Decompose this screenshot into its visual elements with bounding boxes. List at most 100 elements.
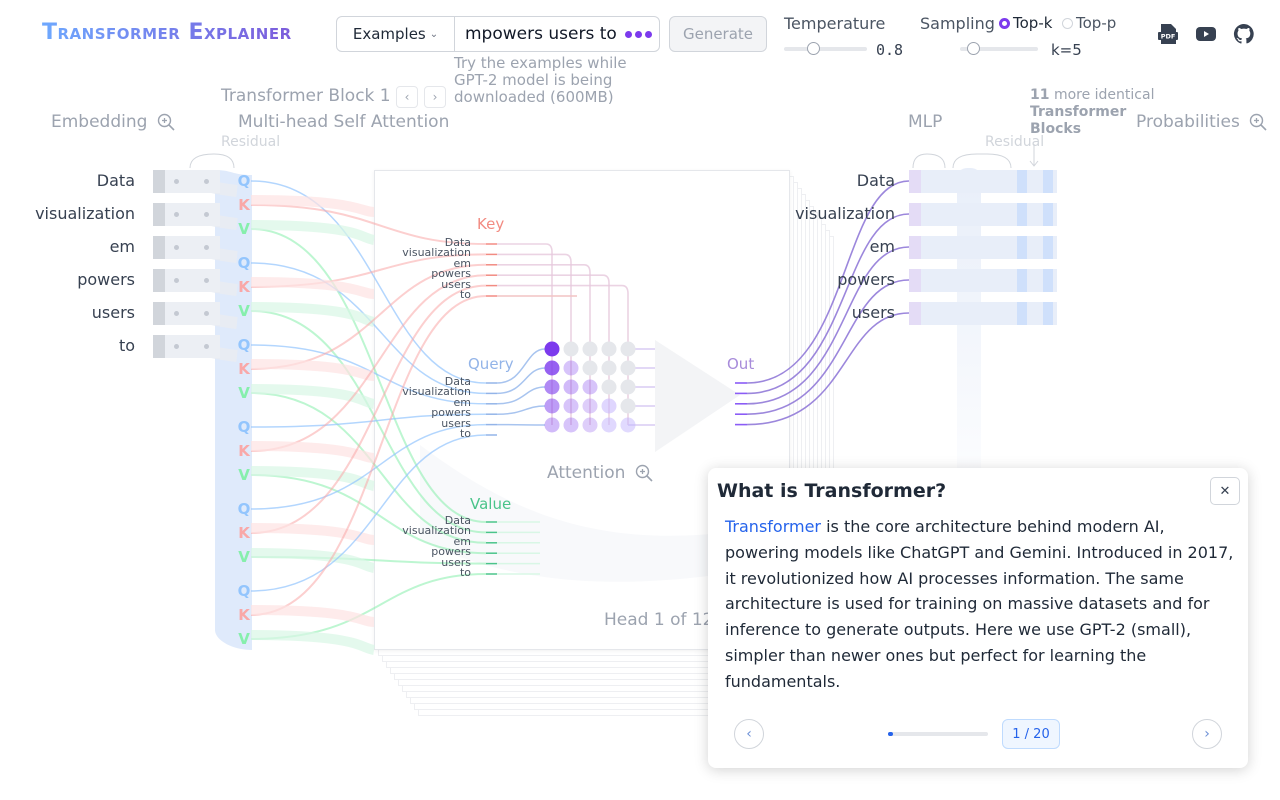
qkv-q-vector[interactable]: Q	[237, 336, 251, 354]
more-blocks-note: 11 more identical Transformer Blocks	[1030, 87, 1170, 138]
output-token[interactable]: users	[851, 303, 895, 322]
block-vector	[1043, 269, 1053, 292]
topp-radio[interactable]: Top-p	[1062, 14, 1116, 32]
embedding-vector[interactable]	[153, 203, 165, 226]
residual-bracket-left	[189, 153, 235, 169]
out-label: Out	[727, 355, 755, 373]
input-token[interactable]: Data	[96, 171, 135, 190]
block-vector	[1017, 170, 1027, 193]
qkv-q-vector[interactable]: Q	[237, 172, 251, 190]
modal-prev-button[interactable]: ‹	[734, 719, 764, 749]
residual-strip	[921, 236, 1057, 259]
qkv-q-vector[interactable]: Q	[237, 582, 251, 600]
transformer-link[interactable]: Transformer	[725, 517, 822, 536]
qkv-v-vector[interactable]: V	[238, 548, 250, 566]
embedding-strip	[165, 302, 220, 325]
prompt-input[interactable]: mpowers users to	[455, 17, 659, 51]
topk-radio[interactable]: Top-k	[999, 14, 1052, 32]
key-token-label: powers	[431, 267, 471, 281]
mlp-vector[interactable]	[909, 170, 921, 193]
value-token-label: powers	[431, 545, 471, 559]
modal-progress-bar	[888, 732, 988, 736]
qkv-q-vector[interactable]: Q	[237, 418, 251, 436]
output-funnel	[655, 340, 740, 452]
qkv-k-vector[interactable]: K	[238, 606, 250, 624]
k-slider[interactable]	[960, 42, 1038, 55]
mlp-vector[interactable]	[909, 203, 921, 226]
probabilities-label[interactable]: Probabilities	[1136, 112, 1267, 132]
qkv-k-vector[interactable]: K	[238, 196, 250, 214]
key-token-label: em	[453, 256, 471, 270]
close-button[interactable]: ✕	[1210, 477, 1240, 505]
residual-label-right: Residual	[985, 134, 1045, 150]
embedding-dot	[174, 212, 179, 217]
arrow-down-icon	[1029, 144, 1039, 167]
qkv-k-vector[interactable]: K	[238, 360, 250, 378]
input-token[interactable]: users	[91, 303, 135, 322]
mlp-vector[interactable]	[909, 236, 921, 259]
input-token[interactable]: visualization	[35, 204, 135, 223]
value-label: Value	[470, 495, 512, 513]
qkv-v-vector[interactable]: V	[238, 384, 250, 402]
output-token[interactable]: visualization	[795, 204, 895, 223]
embedding-dot	[174, 311, 179, 316]
block-prev-button[interactable]: ‹	[396, 86, 418, 108]
svg-text:PDF: PDF	[1161, 33, 1176, 41]
qkv-v-vector[interactable]: V	[238, 630, 250, 648]
radio-unselected-icon	[1062, 17, 1073, 29]
modal-title: What is Transformer?	[717, 480, 947, 502]
embedding-vector[interactable]	[153, 302, 165, 325]
qkv-k-vector[interactable]: K	[238, 442, 250, 460]
output-token[interactable]: Data	[856, 171, 895, 190]
attention-label-text: Attention	[547, 463, 626, 483]
qkv-v-vector[interactable]: V	[238, 302, 250, 320]
k-slider-thumb[interactable]	[966, 42, 980, 55]
output-token[interactable]: powers	[837, 270, 895, 289]
qkv-q-vector[interactable]: Q	[237, 254, 251, 272]
qkv-v-vector[interactable]: V	[238, 220, 250, 238]
youtube-icon[interactable]	[1195, 23, 1217, 45]
prompt-text: mpowers users to	[465, 24, 617, 44]
mlp-vector[interactable]	[909, 269, 921, 292]
modal-next-button[interactable]: ›	[1192, 719, 1222, 749]
pdf-icon[interactable]: PDF	[1157, 23, 1179, 45]
block-next-button[interactable]: ›	[424, 86, 446, 108]
k-value: k=5	[1051, 41, 1082, 59]
output-token[interactable]: em	[869, 237, 895, 256]
qkv-k-vector[interactable]: K	[238, 524, 250, 542]
embedding-label[interactable]: Embedding	[51, 112, 175, 132]
input-token[interactable]: to	[118, 336, 135, 355]
embedding-strip	[165, 203, 220, 226]
examples-dropdown[interactable]: Examples ⌄	[337, 17, 455, 51]
temperature-value: 0.8	[876, 41, 904, 59]
input-token[interactable]: em	[109, 237, 135, 256]
github-icon[interactable]	[1233, 23, 1255, 45]
more-blocks-bold: Transformer Blocks	[1030, 104, 1127, 137]
embedding-vector[interactable]	[153, 269, 165, 292]
query-token-label: Data	[444, 375, 471, 388]
qkv-v-vector[interactable]: V	[238, 466, 250, 484]
temperature-slider-thumb[interactable]	[807, 42, 821, 55]
more-blocks-count: 11	[1030, 87, 1050, 103]
attention-label[interactable]: Attention	[547, 463, 653, 483]
temperature-slider[interactable]	[784, 42, 867, 55]
value-token-label: em	[453, 534, 471, 548]
embedding-vector[interactable]	[153, 170, 165, 193]
embedding-dot	[204, 245, 209, 250]
embedding-strip	[165, 269, 220, 292]
block-vector	[1043, 302, 1053, 325]
input-token[interactable]: powers	[77, 270, 135, 289]
mlp-vector[interactable]	[909, 302, 921, 325]
qkv-q-vector[interactable]: Q	[237, 500, 251, 518]
generate-button[interactable]: Generate	[669, 16, 767, 52]
key-token-label: visualization	[402, 246, 471, 260]
query-token-label: em	[453, 395, 471, 409]
embedding-dot	[204, 311, 209, 316]
block-vector	[1017, 236, 1027, 259]
transformer-block-label: Transformer Block 1	[221, 86, 391, 106]
radio-selected-icon	[999, 17, 1010, 29]
qkv-k-vector[interactable]: K	[238, 278, 250, 296]
embedding-vector[interactable]	[153, 236, 165, 259]
embedding-vector[interactable]	[153, 335, 165, 358]
more-blocks-text: more identical	[1053, 87, 1155, 103]
